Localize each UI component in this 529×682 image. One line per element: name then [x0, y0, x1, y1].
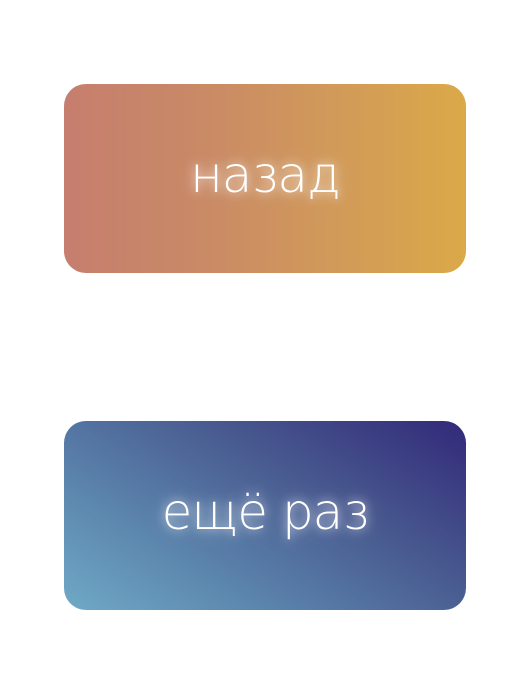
back-button[interactable]: назад	[64, 84, 466, 273]
retry-button[interactable]: ещё раз	[64, 421, 466, 610]
back-button-label: назад	[190, 145, 341, 204]
retry-button-label: ещё раз	[161, 482, 370, 541]
